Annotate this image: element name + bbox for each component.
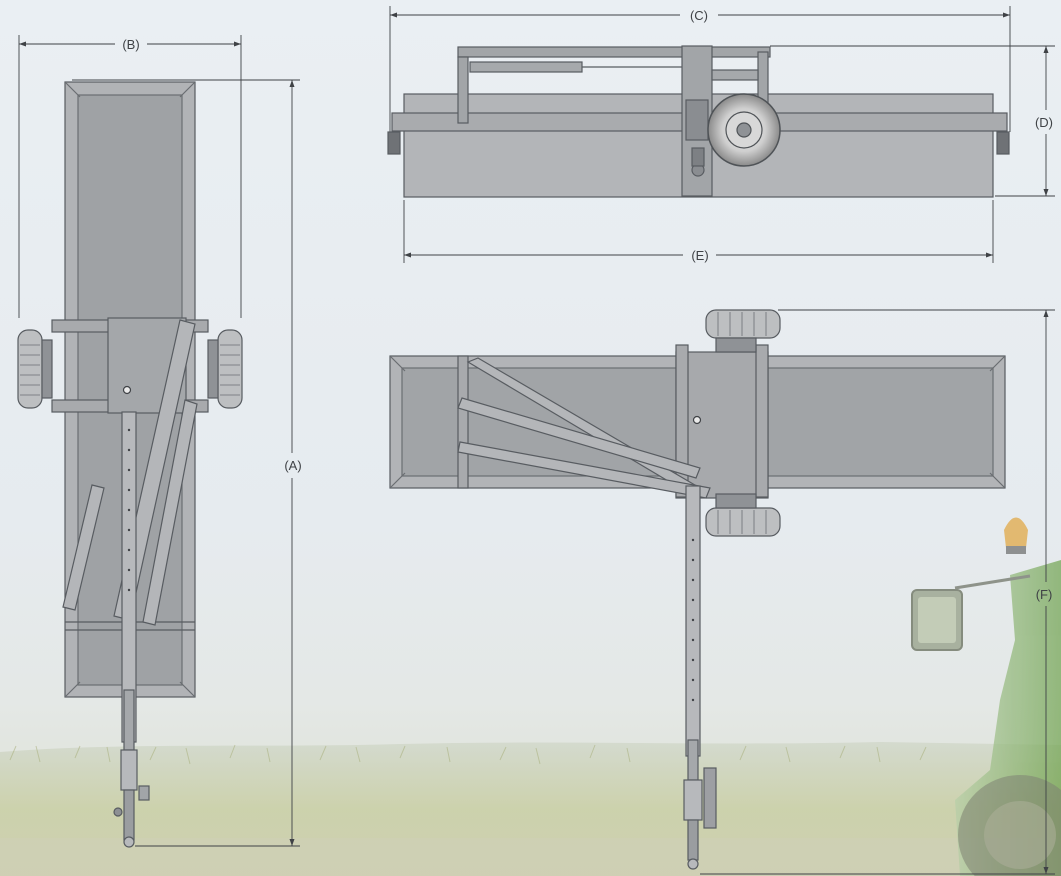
dimension-label-a: (A): [284, 458, 301, 473]
wheel: [705, 309, 781, 339]
tractor: [911, 517, 1061, 876]
dimension-label-d: (D): [1035, 115, 1053, 130]
dimension-label-f: (F): [1036, 587, 1053, 602]
wheel: [17, 329, 43, 409]
dimension-label-c: (C): [690, 8, 708, 23]
dimension-label-b: (B): [122, 37, 139, 52]
background-scene: [0, 517, 1061, 876]
top-view-transport: [17, 81, 243, 848]
wheel: [705, 507, 781, 537]
dimension-label-e: (E): [691, 248, 708, 263]
dimension-arrows: [19, 12, 1049, 874]
side-view: [387, 45, 1010, 198]
dimension-lines: [18, 6, 1055, 875]
top-view-field: [389, 309, 1006, 870]
wheel: [217, 329, 243, 409]
